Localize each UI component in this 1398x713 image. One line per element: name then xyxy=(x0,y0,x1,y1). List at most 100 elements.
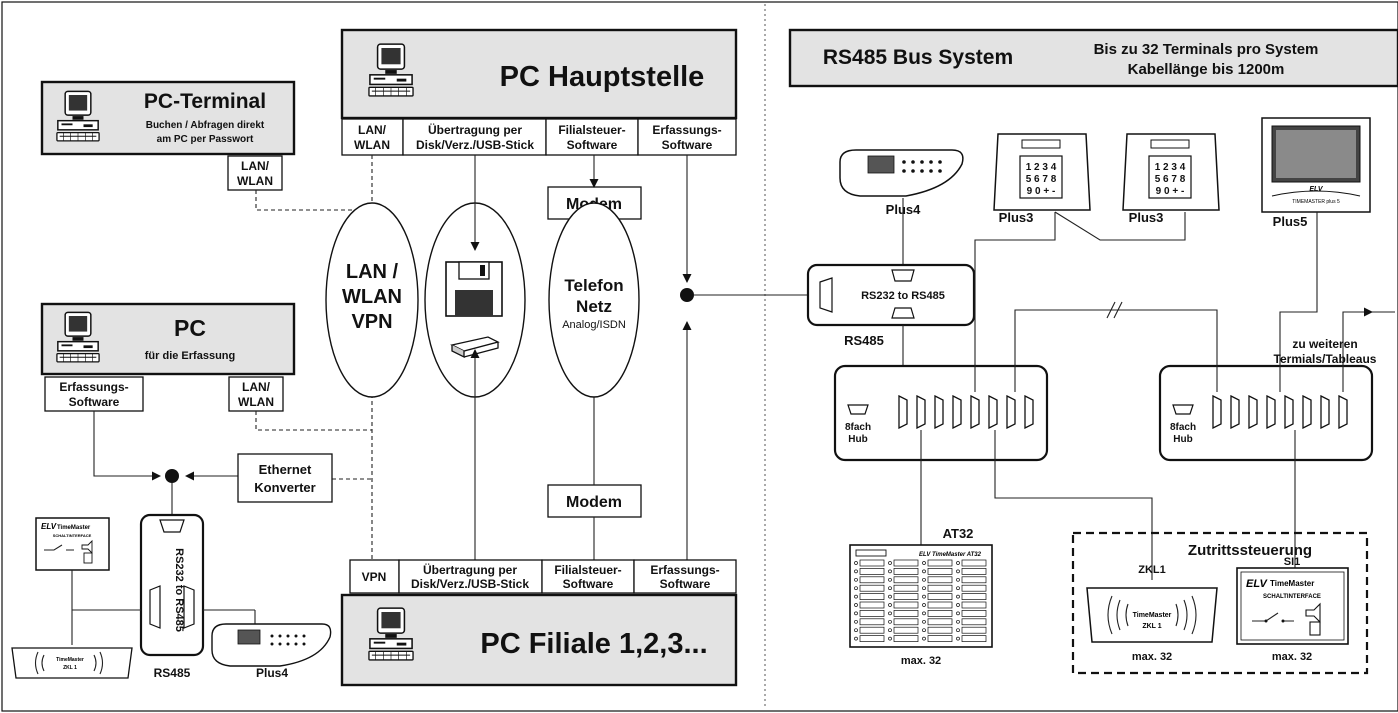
svg-text:9 0 + -: 9 0 + - xyxy=(1027,186,1056,197)
svg-text:ZKL 1: ZKL 1 xyxy=(63,665,77,671)
hub-8fach-b: 8fach Hub xyxy=(1158,364,1374,462)
further-terminals-2: Termials/Tableaus xyxy=(1274,352,1377,366)
svg-text:8fach: 8fach xyxy=(845,422,871,433)
plus3-label-b: Plus3 xyxy=(1129,210,1164,225)
svg-text:5 6 7 8: 5 6 7 8 xyxy=(1026,174,1057,185)
plus5-terminal: ELV TIMEMASTER plus 5 xyxy=(1261,117,1371,213)
svg-text:Hub: Hub xyxy=(1173,434,1192,445)
at32-label: AT32 xyxy=(943,526,974,541)
svg-text:Netz: Netz xyxy=(576,297,612,316)
schaltinterface-left: ELV TimeMaster SCHALTINTERFACE xyxy=(35,517,110,571)
modem-bottom: Modem xyxy=(547,484,642,518)
svg-text:TIMEMASTER plus 5: TIMEMASTER plus 5 xyxy=(1292,199,1340,205)
svg-text:ELV: ELV xyxy=(1246,578,1268,590)
plus4-terminal-left xyxy=(211,623,332,667)
svg-text:VPN: VPN xyxy=(362,570,387,584)
zutrittssteuerung-group xyxy=(1071,531,1369,675)
svg-text:5 6 7 8: 5 6 7 8 xyxy=(1155,174,1186,185)
pc-erfassung: PC für die Erfassung Erfassungs-Software… xyxy=(40,302,296,412)
svg-text:8fach: 8fach xyxy=(1170,422,1196,433)
svg-text:ZKL 1: ZKL 1 xyxy=(1142,623,1161,630)
floppy-disk-icon xyxy=(445,261,503,317)
svg-text:ELV TimeMaster AT32: ELV TimeMaster AT32 xyxy=(919,552,982,558)
at32-max: max. 32 xyxy=(901,655,941,667)
zkl1-max: max. 32 xyxy=(1132,651,1172,663)
svg-text:RS232 to RS485: RS232 to RS485 xyxy=(861,290,945,302)
bus-title: RS485 Bus System xyxy=(823,46,1013,69)
terminal-sub2: am PC per Passwort xyxy=(157,134,254,145)
svg-text:SCHALTINTERFACE: SCHALTINTERFACE xyxy=(1263,594,1321,600)
svg-text:Kabellänge bis 1200m: Kabellänge bis 1200m xyxy=(1128,61,1285,78)
svg-text:TimeMaster: TimeMaster xyxy=(1133,612,1172,619)
hauptstelle-cell-filial: Filialsteuer-Software xyxy=(558,123,625,152)
hauptstelle-title: PC Hauptstelle xyxy=(500,61,705,93)
svg-text:ELV: ELV xyxy=(41,522,57,531)
terminal-sub1: Buchen / Abfragen direkt xyxy=(146,120,265,131)
svg-text:Analog/ISDN: Analog/ISDN xyxy=(562,319,626,331)
hauptstelle-cell-lan: LAN/WLAN xyxy=(354,123,390,152)
pc-erfassung-lan: LAN/WLAN xyxy=(238,380,274,409)
terminal-lan: LAN/WLAN xyxy=(237,159,273,188)
plus3-terminal-b: 1 2 3 4 5 6 7 8 9 0 + - xyxy=(1122,133,1220,211)
svg-text:9 0 + -: 9 0 + - xyxy=(1156,186,1185,197)
plus5-label: Plus5 xyxy=(1273,214,1308,229)
zutritt-title: Zutrittssteuerung xyxy=(1188,542,1312,559)
svg-text:RS232 to RS485: RS232 to RS485 xyxy=(173,548,185,632)
svg-text:SCHALTINTERFACE: SCHALTINTERFACE xyxy=(53,533,92,538)
at32-indicator-grid xyxy=(854,559,987,642)
plus4-label-left: Plus4 xyxy=(256,666,288,680)
rs485-label-left: RS485 xyxy=(154,666,191,680)
telefon-netz-cloud: Telefon Netz Analog/ISDN xyxy=(548,202,640,398)
rs232-rs485-converter-vertical: RS232 to RS485 xyxy=(139,513,205,657)
zkl1-label: ZKL1 xyxy=(1138,564,1166,576)
bus-junction-left xyxy=(680,288,694,302)
usb-stick-icon xyxy=(450,336,500,359)
svg-text:Telefon: Telefon xyxy=(564,276,623,295)
si1-label: SI1 xyxy=(1284,556,1301,568)
pc-erfassung-title: PC xyxy=(174,315,206,341)
terminal-title: PC-Terminal xyxy=(144,90,266,113)
hub-8fach-a: 8fach Hub xyxy=(833,364,1049,462)
svg-text:TimeMaster: TimeMaster xyxy=(56,657,84,663)
pc-erfassung-software: Erfassungs-Software xyxy=(59,380,128,409)
si1-max: max. 32 xyxy=(1272,651,1312,663)
further-terminals-1: zu weiteren xyxy=(1292,337,1357,351)
svg-text:Erfassungs-Software: Erfassungs-Software xyxy=(650,563,719,591)
svg-text:Modem: Modem xyxy=(566,494,622,511)
plus3-label-a: Plus3 xyxy=(999,210,1034,225)
plus4-terminal xyxy=(839,149,964,197)
bus-junction-erfassung xyxy=(165,469,179,483)
svg-text:ELV: ELV xyxy=(1309,186,1324,193)
svg-text:Hub: Hub xyxy=(848,434,867,445)
svg-text:1 2 3 4: 1 2 3 4 xyxy=(1155,162,1186,173)
schaltinterface-si1: ELV TimeMaster SCHALTINTERFACE xyxy=(1236,567,1349,645)
svg-text:1 2 3 4: 1 2 3 4 xyxy=(1026,162,1057,173)
svg-text:TimeMaster: TimeMaster xyxy=(57,525,91,531)
plus3-terminal-a: 1 2 3 4 5 6 7 8 9 0 + - xyxy=(993,133,1091,211)
svg-text:Bis zu 32 Terminals pro System: Bis zu 32 Terminals pro System xyxy=(1094,41,1319,58)
disk-usb-transfer xyxy=(424,202,526,398)
hauptstelle-cell-erfassung: Erfassungs-Software xyxy=(652,123,721,152)
rs232-rs485-converter: RS232 to RS485 xyxy=(806,263,976,327)
svg-text:TimeMaster: TimeMaster xyxy=(1270,579,1314,588)
rs485-label: RS485 xyxy=(844,333,884,348)
svg-text:Filialsteuer-Software: Filialsteuer-Software xyxy=(554,563,621,591)
zkl1-reader-left: TimeMaster ZKL 1 xyxy=(11,647,133,679)
pc-erfassung-sub: für die Erfassung xyxy=(145,350,235,362)
pc-terminal: PC-Terminal Buchen / Abfragen direkt am … xyxy=(40,80,296,191)
at32-tableau: ELV TimeMaster AT32 xyxy=(849,544,993,648)
filiale-title: PC Filiale 1,2,3... xyxy=(480,628,707,660)
zkl1-reader: TimeMaster ZKL 1 xyxy=(1086,587,1218,643)
rs485-bus-header: RS485 Bus System Bis zu 32 Terminals pro… xyxy=(788,28,1398,88)
